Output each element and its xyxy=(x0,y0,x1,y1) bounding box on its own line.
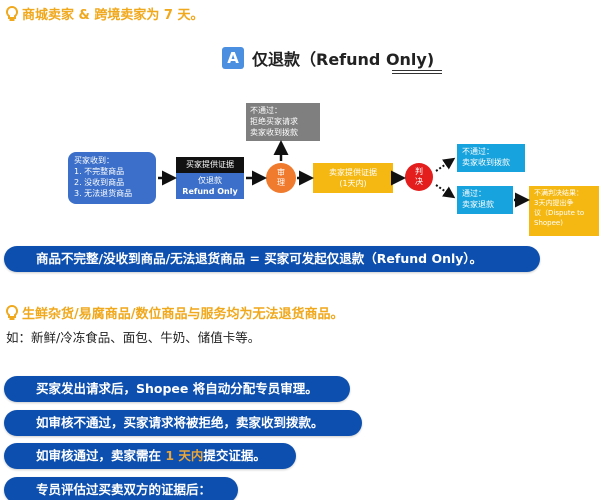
judge-char: 决 xyxy=(415,177,423,186)
summary-banner-text: 商品不完整/没收到商品/无法退货商品 = 买家可发起仅退款（Refund Onl… xyxy=(36,251,483,266)
buyer-evidence-header: 买家提供证据 xyxy=(176,157,244,173)
pass-line: 通过： xyxy=(462,189,486,198)
buyer-received-item: 1. 不完整商品 xyxy=(74,167,125,176)
refund-only-label-cn: 仅退款 xyxy=(198,176,222,185)
pass-line: 卖家退款 xyxy=(462,200,494,209)
seller-evidence-box: 卖家提供证据 (1天内) xyxy=(313,163,393,193)
step-text: 买家发出请求后，Shopee 将自动分配专员审理。 xyxy=(36,381,318,396)
judgement-circle: 判决 xyxy=(405,163,433,191)
title-underline xyxy=(392,70,442,74)
pass-box: 通过： 卖家退款 xyxy=(457,186,513,214)
buyer-received-item: 3. 无法退货商品 xyxy=(74,189,133,198)
step-text: 如审核通过，卖家需在 xyxy=(36,448,166,463)
review-char: 审 xyxy=(277,168,285,177)
summary-banner: 商品不完整/没收到商品/无法退货商品 = 买家可发起仅退款（Refund Onl… xyxy=(4,246,540,272)
tip-text: 商城卖家 & 跨境卖家为 7 天。 xyxy=(22,8,204,23)
step-pill: 如审核不通过，买家请求将被拒绝，卖家收到拨款。 xyxy=(4,410,362,436)
review-char: 理 xyxy=(277,178,285,187)
flow-arrows xyxy=(158,140,530,208)
section-title: A 仅退款（Refund Only) xyxy=(222,46,434,70)
buyer-received-heading: 买家收到： xyxy=(74,156,114,165)
seller-evidence-line: (1天内) xyxy=(339,179,367,188)
buyer-evidence-box: 仅退款 Refund Only xyxy=(176,173,244,199)
tip-seller-days: 商城卖家 & 跨境卖家为 7 天。 xyxy=(6,4,204,23)
step-text: 如审核不通过，买家请求将被拒绝，卖家收到拨款。 xyxy=(36,415,324,430)
reject-box: 不通过： 拒绝买家请求 卖家收到拨款 xyxy=(246,103,320,141)
example-text: 如：新鲜/冷冻食品、面包、牛奶、储值卡等。 xyxy=(6,330,261,345)
dispute-box: 不满判决结果： 3天内提出争 议（Dispute to Shopee) xyxy=(529,186,599,236)
fail-line: 不通过： xyxy=(462,147,494,156)
dispute-line: 议（Dispute to xyxy=(534,209,585,217)
step-text: 提交证据。 xyxy=(203,448,266,463)
step-pill: 专员评估过买卖双方的证据后： xyxy=(4,477,238,500)
buyer-received-item: 2. 没收到商品 xyxy=(74,178,125,187)
buyer-received-box: 买家收到： 1. 不完整商品 2. 没收到商品 3. 无法退货商品 xyxy=(68,152,156,204)
reject-line: 卖家收到拨款 xyxy=(250,128,298,137)
tip-non-returnable: 生鲜杂货/易腐商品/数位商品与服务均为无法退货商品。 xyxy=(6,303,344,322)
step-pill: 如审核通过，卖家需在 1 天内提交证据。 xyxy=(4,443,296,469)
lightbulb-icon xyxy=(6,304,18,321)
refund-only-label-en: Refund Only xyxy=(182,187,238,196)
fail-box: 不通过： 卖家收到拨款 xyxy=(457,144,525,172)
tip-text: 生鲜杂货/易腐商品/数位商品与服务均为无法退货商品。 xyxy=(22,307,344,322)
review-circle: 审理 xyxy=(266,163,296,193)
section-title-text: 仅退款（Refund Only) xyxy=(252,50,435,69)
section-badge: A xyxy=(222,47,244,69)
lightbulb-icon xyxy=(6,5,18,22)
step-highlight: 1 天内 xyxy=(165,448,204,463)
dispute-line: Shopee) xyxy=(534,219,563,227)
dispute-line: 3天内提出争 xyxy=(534,199,574,207)
step-text: 专员评估过买卖双方的证据后： xyxy=(36,482,212,497)
judge-char: 判 xyxy=(415,167,423,176)
reject-line: 不通过： xyxy=(250,106,282,115)
seller-evidence-line: 卖家提供证据 xyxy=(329,168,377,177)
fail-line: 卖家收到拨款 xyxy=(462,158,510,167)
dispute-line: 不满判决结果： xyxy=(534,189,583,197)
reject-line: 拒绝买家请求 xyxy=(250,117,298,126)
step-pill: 买家发出请求后，Shopee 将自动分配专员审理。 xyxy=(4,376,350,402)
